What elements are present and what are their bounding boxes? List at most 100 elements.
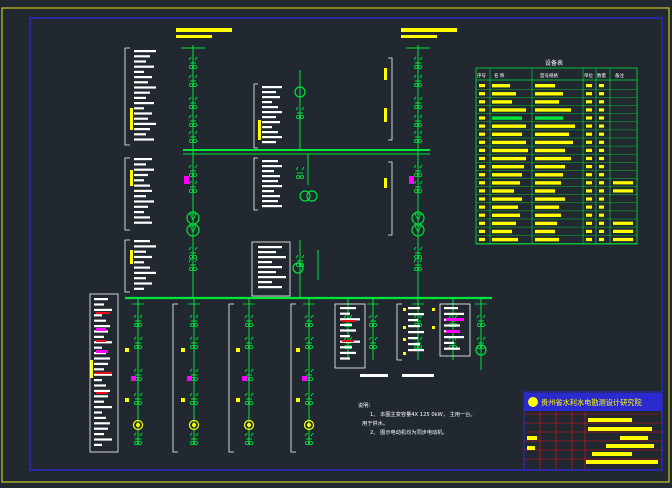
cell-unit (586, 108, 592, 112)
cell-model (535, 100, 559, 104)
switch-symbol (413, 96, 423, 110)
annotation-bar (134, 173, 148, 177)
cell-no (479, 213, 485, 217)
cell-remark (613, 237, 633, 242)
cell-model (535, 140, 573, 145)
annotation-bar (94, 406, 112, 409)
annotation-bar (134, 107, 144, 110)
cell-qty (599, 124, 604, 128)
cell-qty (599, 197, 604, 201)
cell-no (479, 156, 485, 161)
annotation-bar (134, 205, 148, 208)
annotation-bar (134, 287, 144, 290)
title-field (527, 436, 537, 440)
cell-no (479, 229, 485, 233)
switch-symbol (295, 166, 305, 179)
annotation-bar (94, 319, 106, 322)
cabinet-boundaries (89, 47, 471, 453)
load-circle-core (247, 423, 251, 427)
cell-no (479, 108, 485, 112)
cell-no (479, 237, 485, 242)
annotation-bar (94, 346, 102, 349)
annotation-accent (96, 328, 106, 331)
annotation-bar (134, 70, 144, 73)
cell-model (535, 148, 565, 153)
annotation-bar (94, 352, 106, 355)
marker-square (432, 326, 435, 329)
switch-symbol (188, 164, 198, 177)
cell-no (479, 84, 485, 88)
cell-qty (599, 237, 604, 242)
annotation-accent (90, 360, 93, 378)
switch-symbol (188, 96, 198, 110)
cell-qty (599, 140, 604, 144)
annotation-bar (134, 138, 154, 141)
cell-no (479, 189, 485, 193)
switch-symbol (304, 336, 314, 349)
annotation-bar (408, 343, 420, 346)
annotation-bar (258, 261, 272, 264)
switch-symbol (413, 130, 423, 143)
annotation-bar (134, 168, 154, 171)
cell-unit (586, 140, 592, 144)
annotation-bar (408, 313, 424, 316)
cell-qty (599, 148, 604, 152)
header-remark: 备注 (615, 72, 624, 79)
annotation-bar (134, 163, 146, 166)
transformer-circle-lower (186, 223, 200, 237)
sheet-border (1, 7, 670, 483)
annotation-bar (408, 307, 420, 310)
cell-no (479, 181, 485, 185)
annotation-bar (134, 122, 156, 125)
annotation-bar (134, 60, 146, 63)
feeder (236, 298, 255, 445)
cell-model (535, 165, 565, 169)
cell-model (535, 213, 561, 217)
cell-unit (586, 124, 592, 128)
cell-name (492, 92, 516, 96)
equipment-table-header: 序号 名 称 型号规格 单位 数量 备注 (477, 72, 624, 79)
annotation-bar (340, 335, 350, 338)
cell-name (492, 213, 520, 217)
annotation-bar (262, 101, 272, 104)
equipment-table-title: 设备表 (545, 59, 563, 67)
cell-remark (613, 221, 633, 225)
drawing-label-bar (360, 374, 388, 377)
load-circle (132, 419, 144, 431)
annotation-bar (340, 323, 352, 326)
feeder (475, 298, 487, 370)
cell-name (492, 237, 518, 242)
switch-symbol (295, 106, 305, 120)
annotation-accent (96, 392, 108, 394)
pt-circle-right (306, 190, 318, 202)
annotation-bar (134, 65, 154, 68)
cell-name (492, 156, 526, 161)
cell-no (479, 92, 485, 96)
marker-square (181, 348, 185, 352)
marker-square (181, 398, 185, 402)
annotation-bar (134, 158, 152, 161)
annotation-bar (340, 307, 356, 310)
annotation-bar (262, 185, 282, 188)
title-block: 贵州省水利水电勘测设计研究院 (523, 391, 663, 471)
load-circle (243, 419, 255, 431)
cabinet-label (401, 28, 457, 32)
relay-marker (184, 176, 189, 184)
annotation-bar (94, 308, 112, 311)
annotation-accent (342, 320, 356, 322)
switch-symbol (244, 336, 254, 349)
annotation-bar (408, 331, 424, 334)
annotation-bar (262, 205, 282, 208)
motor-circle (475, 344, 487, 356)
cell-qty (599, 181, 604, 185)
annotation-bar (94, 368, 104, 371)
cell-name (492, 229, 512, 234)
switch-symbol (188, 114, 198, 128)
switch-symbol (368, 336, 378, 349)
equipment-table: 设备表 序号 名 称 型号规格 单位 数量 备注 (475, 59, 638, 245)
annotation-bar (94, 379, 102, 382)
switch-symbol (188, 74, 198, 88)
title-field (588, 418, 632, 422)
cell-qty (599, 108, 604, 112)
cell-name (492, 197, 522, 201)
